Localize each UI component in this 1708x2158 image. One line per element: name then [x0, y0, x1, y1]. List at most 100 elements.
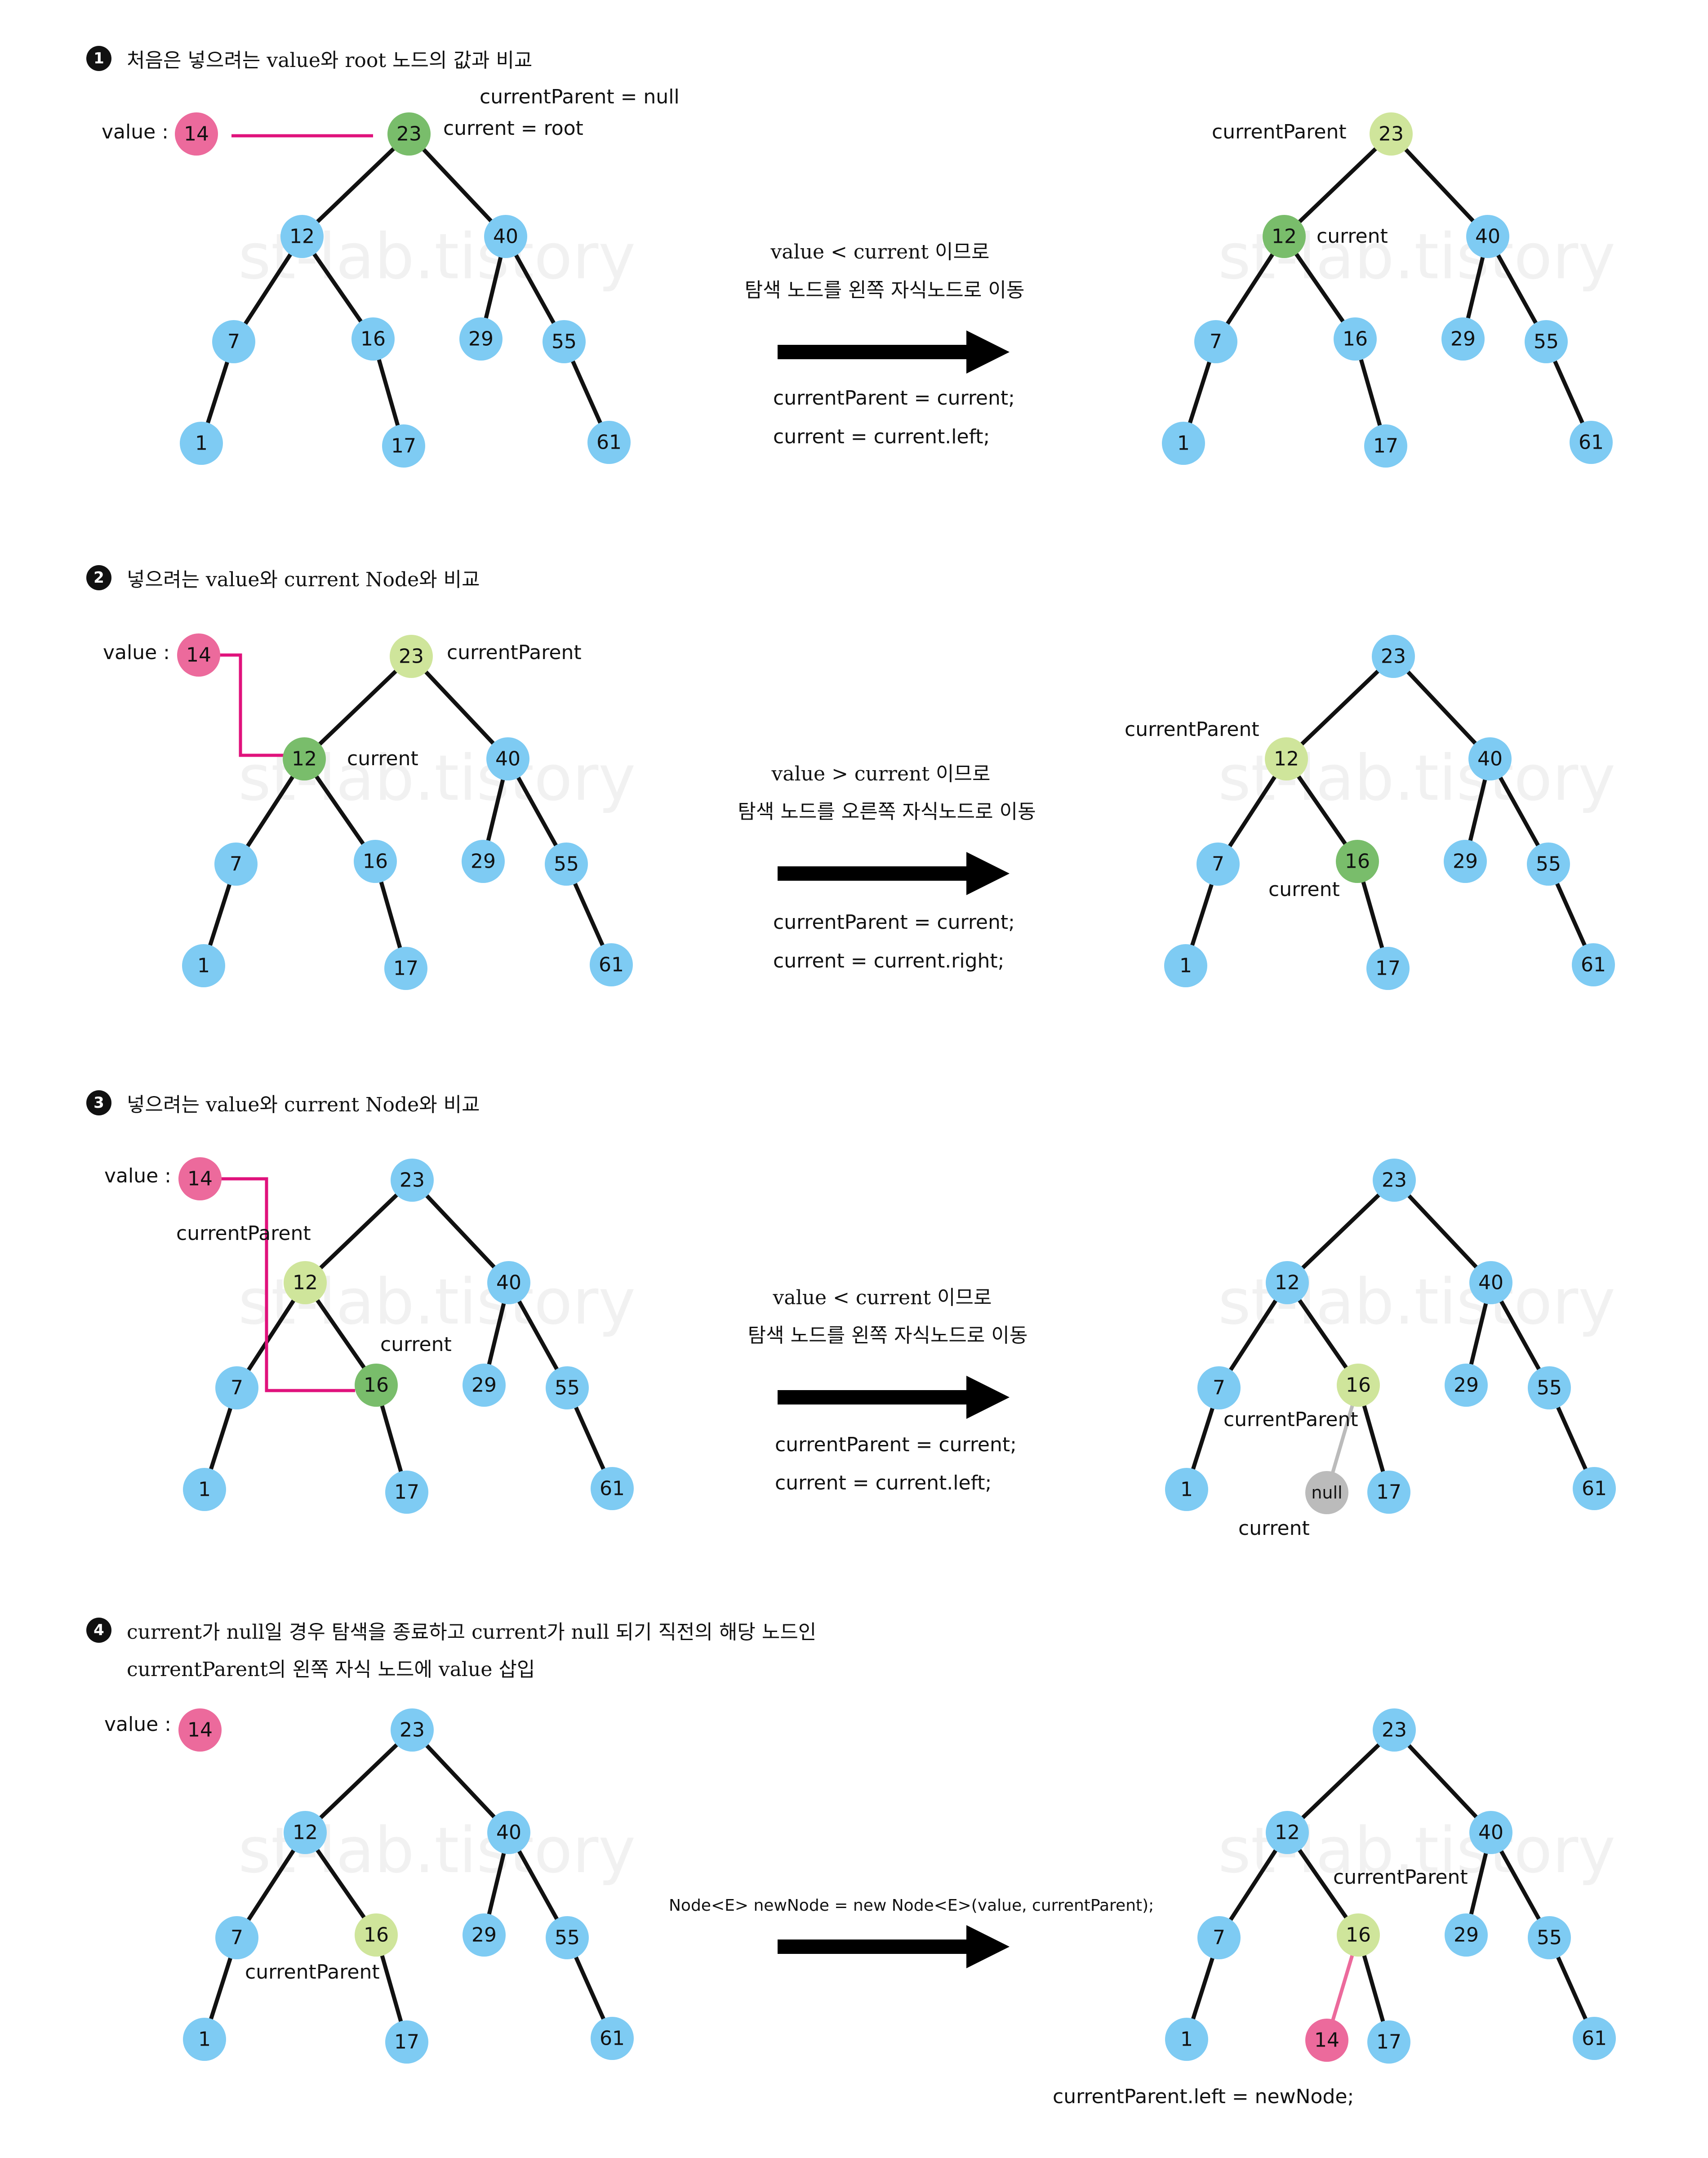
- tree-node-1-circle: [182, 944, 225, 987]
- tree-node-12-circle: [1265, 737, 1308, 780]
- tree-node-16-circle: [355, 1913, 398, 1957]
- tree-node-23-text: 23: [1379, 123, 1404, 146]
- tree-node-23-circle: [1372, 635, 1415, 678]
- tree-node-1-circle: [1165, 1468, 1208, 1511]
- tree-node-55: 55: [545, 843, 588, 886]
- tree-node-40-text: 40: [1478, 1271, 1503, 1294]
- current-parent-label: currentParent: [1333, 1866, 1468, 1889]
- step-3-desc-line1: value < current 이므로: [773, 1286, 992, 1309]
- tree-node-16: 16: [1336, 840, 1379, 883]
- tree-node-12: 12: [283, 737, 326, 780]
- tree-edge: [302, 655, 413, 761]
- tree-node-7-circle: [215, 1366, 258, 1409]
- tree-node-12: 12: [1263, 215, 1306, 258]
- tree-node-7-circle: [212, 320, 255, 363]
- tree-node-61-circle: [1573, 1467, 1616, 1510]
- value-node-circle: [178, 1708, 222, 1752]
- tree-node-55-text: 55: [1534, 330, 1559, 353]
- tree-node-55-circle: [1525, 320, 1568, 363]
- step-3-title: 넣으려는 value와 current Node와 비교: [127, 1093, 480, 1116]
- tree-node-12-text: 12: [292, 748, 317, 771]
- tree-node-7: 7: [215, 1366, 258, 1409]
- tree-node-1: 1: [180, 422, 223, 465]
- tree-node-17-text: 17: [1376, 2031, 1401, 2054]
- tree-node-29-text: 29: [471, 850, 496, 873]
- step-1-code-line1: currentParent = current;: [773, 387, 1015, 410]
- tree-node-1-text: 1: [198, 2028, 211, 2051]
- tree-node-16: 16: [1337, 1913, 1380, 1957]
- tree-node-17: 17: [1367, 2020, 1410, 2064]
- current-parent-label: currentParent: [176, 1222, 311, 1245]
- tree-node-12-circle: [1266, 1811, 1309, 1854]
- tree-node-1-text: 1: [1179, 954, 1192, 977]
- value-node: 14: [177, 633, 220, 677]
- tree-node-1-circle: [183, 2018, 226, 2061]
- tree-edge: [1285, 655, 1395, 761]
- tree-node-55: 55: [1528, 1366, 1571, 1409]
- current-parent-label: currentParent: [1212, 120, 1347, 143]
- tree-node-23: 23: [387, 112, 431, 156]
- step-2-code-line1: currentParent = current;: [773, 911, 1015, 934]
- tree-node-7-circle: [1196, 843, 1240, 886]
- tree-node-23: 23: [391, 1708, 434, 1752]
- tree-node-12-text: 12: [293, 1271, 318, 1294]
- tree-node-16-text: 16: [1346, 1374, 1371, 1397]
- value-node-circle: [178, 1157, 222, 1200]
- tree-node-16-text: 16: [360, 328, 386, 351]
- tree-node-7-text: 7: [231, 1377, 243, 1400]
- tree-node-55-circle: [546, 1366, 589, 1409]
- tree-node-7-text: 7: [1212, 853, 1224, 876]
- tree-node-7-circle: [1194, 320, 1237, 363]
- tree-node-55: 55: [543, 320, 586, 363]
- step-3-desc-line2: 탐색 노드를 왼쪽 자식노드로 이동: [747, 1324, 1028, 1347]
- tree-node-23-text: 23: [399, 645, 424, 668]
- tree-node-16-text: 16: [1343, 328, 1368, 351]
- step-2-desc-line2: 탐색 노드를 오른쪽 자식노드로 이동: [738, 800, 1036, 823]
- tree-node-17: 17: [385, 2020, 428, 2064]
- tree-node-1: 1: [183, 2018, 226, 2061]
- tree-node-61-text: 61: [600, 2027, 625, 2050]
- tree-node-16-text: 16: [363, 850, 388, 873]
- tree-node-16: 16: [1334, 317, 1377, 361]
- tree-edge: [1282, 132, 1393, 238]
- tree-node-1-text: 1: [197, 954, 210, 977]
- tree-node-7: 7: [1197, 1366, 1241, 1409]
- tree-node-16: 16: [1337, 1364, 1380, 1407]
- tree-node-29: 29: [1444, 840, 1487, 883]
- tree-edge: [1389, 132, 1490, 238]
- tree-node-17-text: 17: [391, 435, 416, 458]
- tree-edge: [1392, 655, 1492, 761]
- tree-node-29-text: 29: [471, 1374, 497, 1397]
- tree-node-40-text: 40: [1475, 225, 1500, 248]
- tree-node-17-text: 17: [1373, 435, 1398, 458]
- value-node: 14: [178, 1708, 222, 1752]
- tree-node-16-circle: [351, 317, 395, 361]
- tree-node-40-text: 40: [495, 748, 520, 771]
- tree-node-17-circle: [385, 1471, 428, 1514]
- tree-node-40: 40: [1466, 215, 1509, 258]
- step-3-code-line1: currentParent = current;: [775, 1433, 1017, 1456]
- tree-node-12-text: 12: [1272, 225, 1297, 248]
- tree-node-55: 55: [546, 1916, 589, 1959]
- tree-node-7: 7: [215, 1916, 258, 1959]
- tree-node-1: 1: [1162, 422, 1205, 465]
- tree-node-12-circle: [284, 1811, 327, 1854]
- tree-node-55: 55: [1527, 843, 1570, 886]
- tree-node-12-text: 12: [1275, 1271, 1300, 1294]
- tree-node-12: 12: [1265, 737, 1308, 780]
- step-4-title-line1: current가 null일 경우 탐색을 종료하고 current가 null…: [127, 1621, 817, 1644]
- tree-node-23: 23: [391, 1159, 434, 1202]
- tree-node-29: 29: [463, 1364, 506, 1407]
- step-4-title-line2: currentParent의 왼쪽 자식 노드에 value 삽입: [127, 1658, 535, 1681]
- tree-node-55: 55: [1525, 320, 1568, 363]
- tree-node-61-circle: [1570, 421, 1613, 464]
- value-node-text: 14: [184, 123, 209, 146]
- tree-node-23: 23: [1373, 1159, 1416, 1202]
- tree-node-61: 61: [1573, 1467, 1616, 1510]
- tree-node-1-text: 1: [198, 1478, 211, 1501]
- null-node-text: null: [1311, 1483, 1342, 1503]
- tree-node-29-circle: [1444, 840, 1487, 883]
- tree-node-12-text: 12: [1275, 1821, 1300, 1844]
- tree-node-7-circle: [214, 843, 258, 886]
